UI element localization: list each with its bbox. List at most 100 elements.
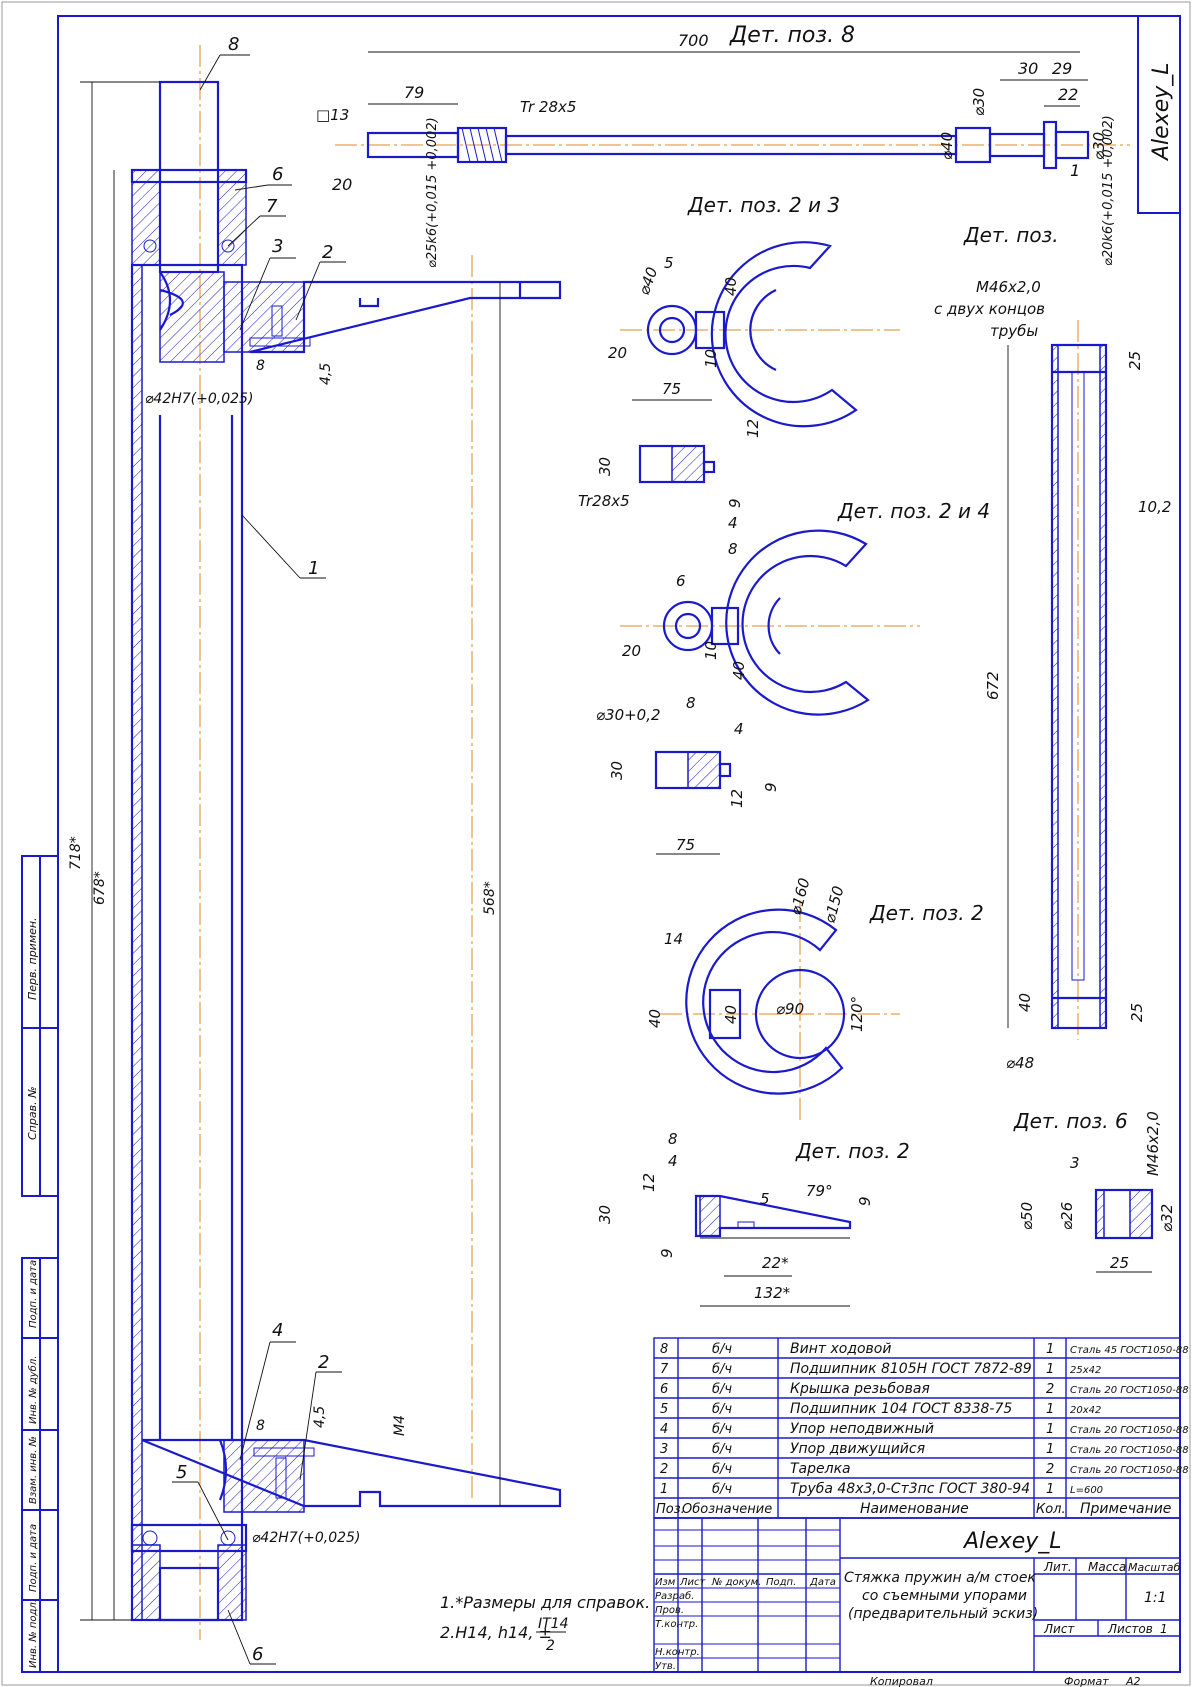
dim-t40: 40 xyxy=(1016,993,1034,1012)
dim-700: 700 xyxy=(678,31,709,50)
bom-cell-des: б/ч xyxy=(712,1342,732,1357)
bom-cell-qty: 1 xyxy=(1046,1362,1054,1377)
dim-22: 22 xyxy=(1058,85,1078,104)
bom-cell-name: Винт ходовой xyxy=(790,1341,891,1357)
dim-8-top: 8 xyxy=(256,358,265,374)
strip-podp2: Подп. и дата xyxy=(28,1524,39,1592)
bom-cell-pos: 2 xyxy=(660,1462,668,1477)
tb-lit: Лит. xyxy=(1043,1560,1072,1574)
tb-sheets: Листов xyxy=(1107,1622,1153,1636)
dim-79: 79 xyxy=(404,83,424,102)
dim-c9: 9 xyxy=(762,782,780,792)
bom-cell-des: б/ч xyxy=(712,1462,732,1477)
bom-header-name: Наименование xyxy=(860,1501,969,1517)
bom-cell-des: б/ч xyxy=(712,1442,732,1457)
tb-scale: 1:1 xyxy=(1144,1590,1167,1606)
dim-r160: ⌀160 xyxy=(786,876,813,917)
tb-role-utv: Утв. xyxy=(655,1661,676,1672)
tb-col-sign: Подп. xyxy=(766,1577,796,1588)
bom-cell-name: Подшипник 104 ГОСТ 8338-75 xyxy=(790,1401,1012,1417)
strip-dubl: Инв. № дубл. xyxy=(27,1356,39,1424)
leader-2-bottom: 2 xyxy=(318,1352,329,1373)
title-pos8: Дет. поз. 8 xyxy=(729,23,855,48)
dim-sq13: □13 xyxy=(316,106,349,124)
dim-b6: 6 xyxy=(676,572,686,590)
leader-1: 1 xyxy=(308,558,319,579)
dim-8-bottom: 8 xyxy=(256,1418,265,1434)
bom-cell-des: б/ч xyxy=(712,1402,732,1417)
dim-45-bottom: 4,5 xyxy=(312,1406,328,1428)
dim-a20: 20 xyxy=(608,344,627,362)
dim-s8: 8 xyxy=(668,1130,678,1148)
tb-sheets-n: 1 xyxy=(1160,1622,1168,1636)
tb-author: Alexey_L xyxy=(962,1529,1062,1554)
bom-cell-qty: 1 xyxy=(1046,1442,1054,1457)
title-pos2-side: Дет. поз. 2 xyxy=(795,1139,910,1163)
leader-5: 5 xyxy=(176,1462,187,1483)
dim-c12: 12 xyxy=(728,789,746,808)
dim-c30b: 30 xyxy=(608,761,626,780)
bom-cell-name: Труба 48х3,0-Ст3пс ГОСТ 380-94 xyxy=(790,1481,1030,1497)
bom-cell-des: б/ч xyxy=(712,1362,732,1377)
dim-45-top: 4,5 xyxy=(318,363,334,385)
dim-a9: 9 xyxy=(726,498,744,508)
leader-8: 8 xyxy=(228,34,239,55)
dim-s132: 132* xyxy=(754,1284,791,1302)
bom-cell-name: Упор движущийся xyxy=(790,1441,925,1457)
dim-20-screw: 20 xyxy=(332,175,352,194)
dim-c30: ⌀30+0,2 xyxy=(596,706,661,724)
dim-phi40-screw: ⌀40 xyxy=(938,132,956,160)
bom-header-pos: Поз. xyxy=(656,1502,685,1517)
dim-h7-bottom: ⌀42H7(+0,025) xyxy=(252,1530,360,1546)
dim-a4: 4 xyxy=(728,514,738,532)
bom-cell-pos: 3 xyxy=(660,1442,668,1457)
note-1: 1.*Размеры для справок. xyxy=(440,1593,650,1612)
tb-role-razrab: Разраб. xyxy=(655,1590,694,1602)
strip-sprav: Справ. № xyxy=(26,1086,39,1140)
note-it14: IT14 xyxy=(538,1616,569,1632)
dim-t25b: 25 xyxy=(1128,1003,1146,1022)
dim-1: 1 xyxy=(1070,161,1080,180)
dim-p26: ⌀26 xyxy=(1058,1202,1076,1230)
tb-sheet: Лист xyxy=(1043,1622,1075,1636)
detail-pos2-ring: Дет. поз. 2 ⌀160 ⌀150 14 40 40 ⌀90 120° xyxy=(646,876,984,1120)
tb-mass: Масса xyxy=(1088,1560,1126,1574)
dim-r14: 14 xyxy=(664,930,683,948)
dim-atr: Tr28x5 xyxy=(578,492,630,510)
bom-cell-pos: 8 xyxy=(660,1342,668,1357)
bom-cell-des: б/ч xyxy=(712,1422,732,1437)
detail-pos8: Дет. поз. 8 700 79 30 29 22 1 □13 20 Tr … xyxy=(316,23,1130,268)
strip-vzam: Взам. инв. № xyxy=(28,1436,39,1504)
bom-cell-qty: 1 xyxy=(1046,1402,1054,1417)
dim-s4: 4 xyxy=(668,1152,678,1170)
dim-a8: 8 xyxy=(728,540,738,558)
title-tube: Дет. поз. xyxy=(963,223,1059,247)
bom-header-qty: Кол. xyxy=(1036,1502,1066,1517)
drawing-frame xyxy=(57,15,1181,1673)
tb-scale-label: Масштаб xyxy=(1128,1561,1180,1574)
dim-s12: 12 xyxy=(640,1173,658,1192)
bom-cell-note: L=600 xyxy=(1070,1485,1103,1496)
dim-b40: 40 xyxy=(730,661,748,680)
main-assembly: 718* 678* 568* ⌀42H7(+0,025) ⌀42H7(+0,02… xyxy=(68,34,562,1665)
bom-cell-pos: 5 xyxy=(660,1402,668,1417)
bom-cell-pos: 1 xyxy=(660,1482,668,1497)
bom-cell-qty: 2 xyxy=(1046,1462,1054,1477)
leader-4: 4 xyxy=(272,1320,283,1341)
tb-format: Формат xyxy=(1064,1675,1109,1687)
detail-pos2-4: Дет. поз. 2 и 4 6 20 10 40 ⌀30+0,2 8 4 3… xyxy=(596,499,990,855)
dim-s5: 5 xyxy=(760,1190,770,1208)
dim-568: 568* xyxy=(482,881,498,915)
bom-cell-pos: 4 xyxy=(660,1422,668,1437)
dim-a30: 30 xyxy=(596,457,614,476)
bom-header-note: Примечание xyxy=(1080,1501,1171,1517)
dim-s22: 22* xyxy=(762,1254,789,1272)
author-stamp-box xyxy=(1137,15,1181,214)
leader-6-top: 6 xyxy=(272,164,283,185)
bom-cell-qty: 1 xyxy=(1046,1482,1054,1497)
bom-cell-qty: 1 xyxy=(1046,1342,1054,1357)
bom-cell-qty: 1 xyxy=(1046,1422,1054,1437)
side-strip: Перв. примен. Справ. № Подп. и дата Инв.… xyxy=(21,855,59,1673)
